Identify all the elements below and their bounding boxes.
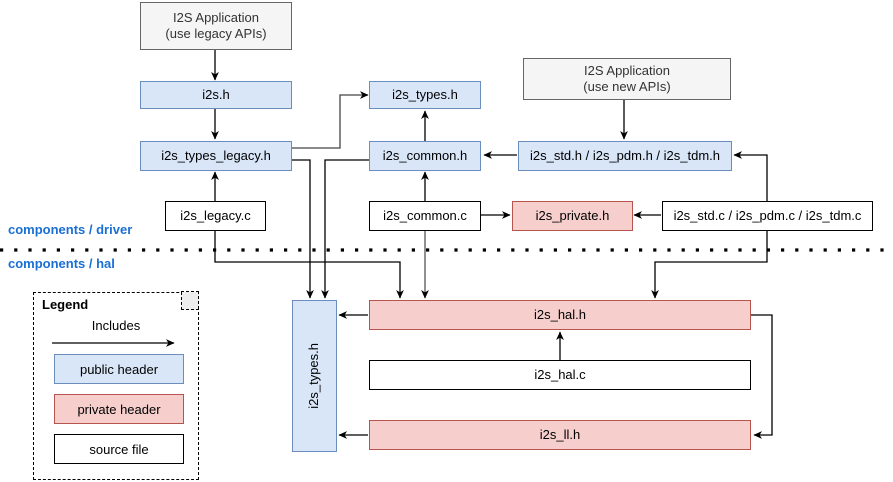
edge-types-legacy-to-types-h-hal xyxy=(291,159,314,299)
app-new-line2: (use new APIs) xyxy=(583,79,671,94)
layer-label-driver: components / driver xyxy=(8,222,133,237)
node-i2s-types-legacy-h[interactable]: i2s_types_legacy.h xyxy=(140,141,292,171)
edge-std-c-to-hal-h xyxy=(651,230,768,299)
legend-includes-arrow-icon xyxy=(52,339,175,347)
node-i2s-legacy-c[interactable]: i2s_legacy.c xyxy=(165,201,266,231)
node-i2s-ll-h[interactable]: i2s_ll.h xyxy=(369,420,751,450)
legend-fold-corner-icon xyxy=(181,291,199,310)
legend-item-public-header: public header xyxy=(54,354,184,384)
edge-hal-h-to-ll-h xyxy=(751,314,773,439)
node-i2s-types-h-driver[interactable]: i2s_types.h xyxy=(369,81,481,109)
i2s-types-h-hal-label: i2s_types.h xyxy=(306,343,322,409)
app-new-line1: I2S Application xyxy=(583,62,670,78)
app-legacy-line1: I2S Application xyxy=(172,9,259,25)
node-i2s-hal-c[interactable]: i2s_hal.c xyxy=(369,360,751,390)
node-i2s-private-h[interactable]: i2s_private.h xyxy=(512,201,633,231)
edge-std-c-to-std-h xyxy=(733,151,768,201)
node-i2s-std-pdm-tdm-c[interactable]: i2s_std.c / i2s_pdm.c / i2s_tdm.c xyxy=(662,201,873,231)
layer-label-hal: components / hal xyxy=(8,256,115,271)
edge-types-legacy-to-types-h xyxy=(291,91,369,149)
legend: Legend Includes public header private he… xyxy=(33,291,199,480)
edge-common-h-to-types-h-hal xyxy=(321,159,369,299)
legend-includes-label: Includes xyxy=(91,318,141,333)
node-i2s-h[interactable]: i2s.h xyxy=(140,81,292,109)
legend-item-source-file: source file xyxy=(54,434,184,464)
node-i2s-common-h[interactable]: i2s_common.h xyxy=(369,141,481,171)
node-i2s-common-c[interactable]: i2s_common.c xyxy=(369,201,481,231)
node-app-new[interactable]: I2S Application (use new APIs) xyxy=(523,58,731,100)
legend-title: Legend xyxy=(42,297,89,312)
node-app-legacy[interactable]: I2S Application (use legacy APIs) xyxy=(140,2,292,50)
app-legacy-line2: (use legacy APIs) xyxy=(165,26,267,41)
legend-item-private-header: private header xyxy=(54,394,184,424)
node-i2s-hal-h[interactable]: i2s_hal.h xyxy=(369,300,751,330)
node-i2s-types-h-hal[interactable]: i2s_types.h xyxy=(292,300,337,452)
edge-legacy-c-to-hal-h xyxy=(214,230,404,299)
node-i2s-std-pdm-tdm-h[interactable]: i2s_std.h / i2s_pdm.h / i2s_tdm.h xyxy=(518,141,732,171)
